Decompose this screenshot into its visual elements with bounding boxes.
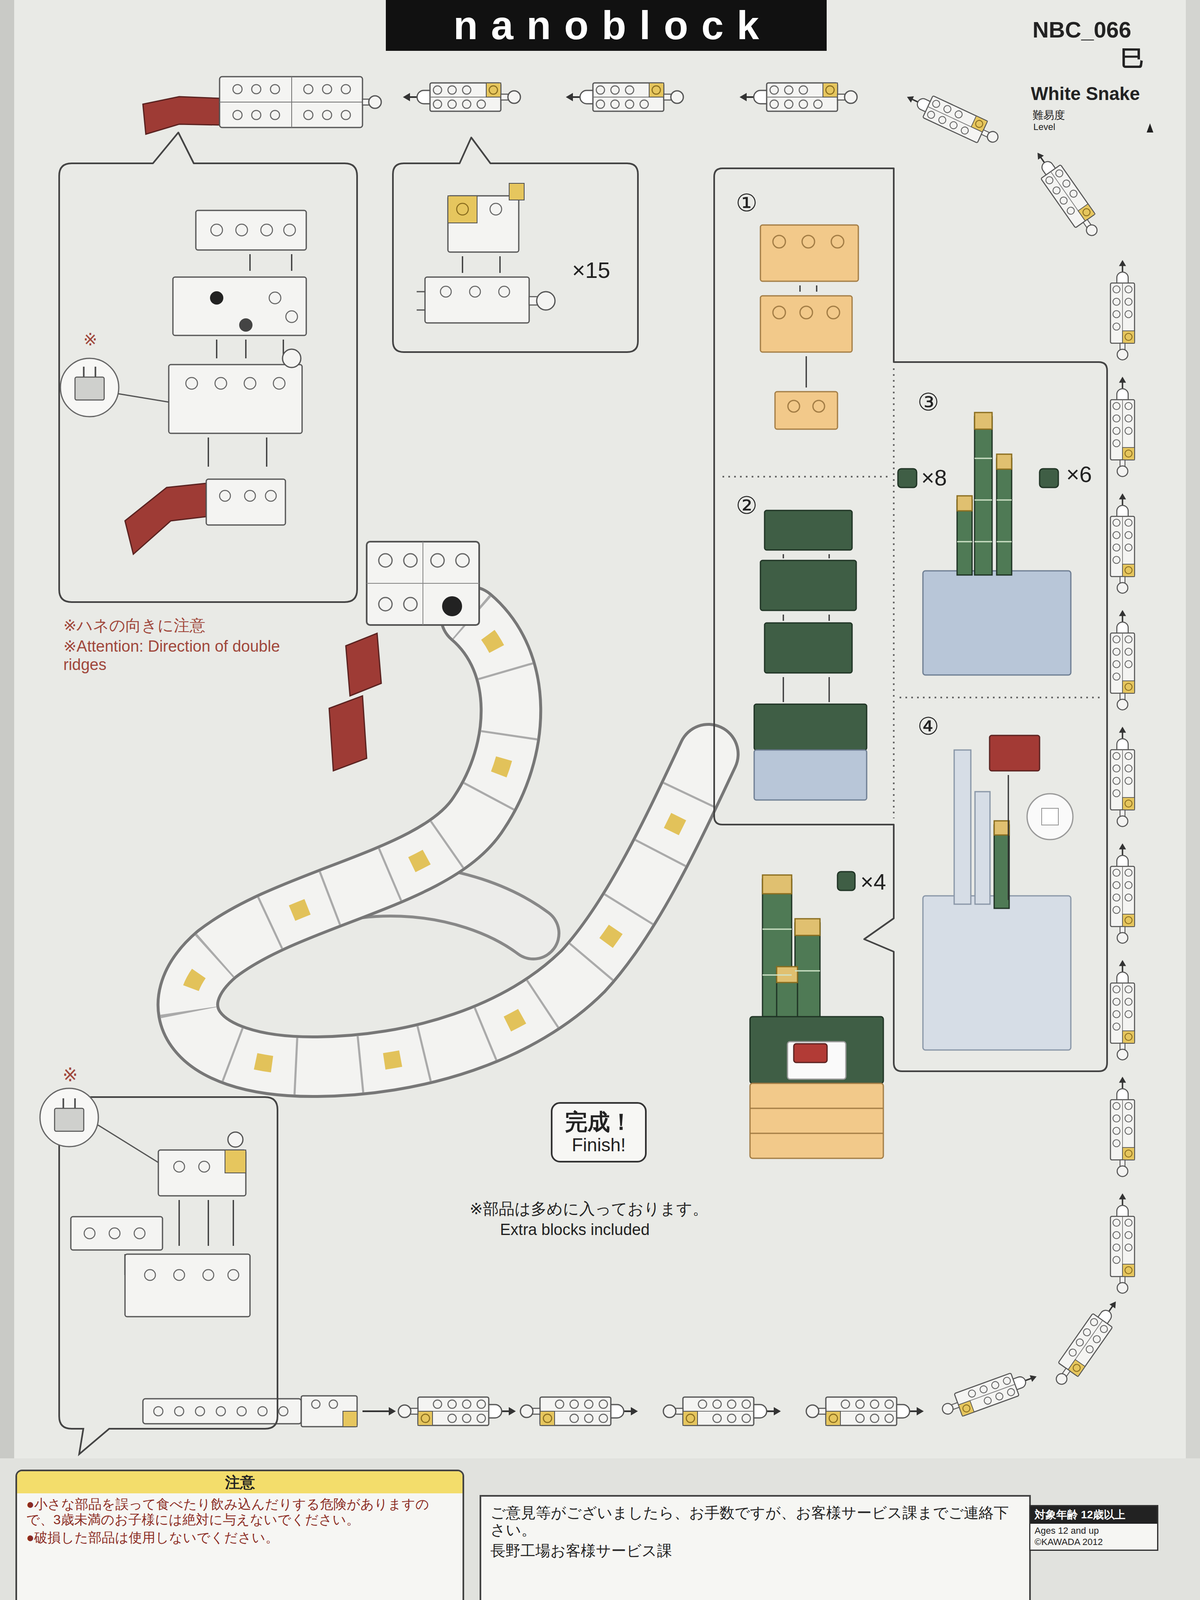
step-panel: ×15 — [392, 163, 638, 353]
attention-note: ※Attention: Direction of double ridges — [63, 637, 289, 674]
kadomatsu-panel: ① ③ ×8 ×6 ② ④ — [714, 168, 1108, 1072]
title-bar: nanoblock — [385, 0, 827, 51]
quantity-label: ×4 — [860, 868, 887, 895]
step-number: ③ — [917, 388, 940, 417]
quantity-label: ×15 — [572, 257, 611, 283]
age-badge: 対象年齢 12歳以上Ages 12 and up©KAWADA 2012 — [1029, 1505, 1159, 1551]
age-text: Ages 12 and up — [1030, 1523, 1158, 1536]
model-number: NBC_066 — [1032, 16, 1132, 43]
finish-text: Finish! — [571, 1134, 626, 1156]
level-label: Level — [1033, 121, 1056, 133]
panel-outline — [59, 163, 358, 603]
note-mark: ※ — [83, 330, 98, 350]
finish-text: 完成！ — [565, 1108, 633, 1135]
quantity-label: ×8 — [921, 464, 948, 491]
step-number: ④ — [917, 712, 940, 741]
warning-text: ●破損した部品は使用しないでください。 — [17, 1527, 463, 1546]
brand-title: nanoblock — [453, 5, 773, 46]
step-number: ② — [735, 491, 758, 520]
warning-heading: 注意 — [17, 1471, 463, 1494]
contact-text: 長野工場お客様サービス課 — [490, 1538, 1020, 1560]
contact-box: ご意見等がございましたら、お手数ですが、お客様サービス課までご連絡下さい。長野工… — [479, 1495, 1031, 1600]
attention-note: ※ハネの向きに注意 — [63, 616, 206, 635]
extra-note: ※部品は多めに入っております。 — [469, 1200, 709, 1219]
note-mark: ※ — [62, 1064, 78, 1086]
level-label: 難易度 — [1032, 109, 1065, 122]
finish-box: 完成！Finish! — [550, 1102, 647, 1163]
extra-note: Extra blocks included — [500, 1220, 650, 1240]
age-text: 対象年齢 12歳以上 — [1030, 1506, 1158, 1524]
zodiac-sign: 巳 — [1120, 45, 1145, 72]
copyright-text: ©KAWADA 2012 — [1030, 1535, 1158, 1550]
warning-box: 注意●小さな部品を誤って食べたり飲み込んだりする危険がありますので、3歳未満のお… — [15, 1469, 465, 1600]
panel-outline — [714, 168, 1108, 1072]
quantity-label: ×6 — [1066, 461, 1093, 488]
model-name: White Snake — [1030, 83, 1140, 105]
contact-text: ご意見等がございましたら、お手数ですが、お客様サービス課までご連絡下さい。 — [490, 1504, 1020, 1539]
warning-text: ●小さな部品を誤って食べたり飲み込んだりする危険がありますので、3歳未満のお子様… — [17, 1493, 463, 1528]
step-number: ① — [735, 189, 758, 218]
step-panel: ※ — [59, 163, 358, 603]
